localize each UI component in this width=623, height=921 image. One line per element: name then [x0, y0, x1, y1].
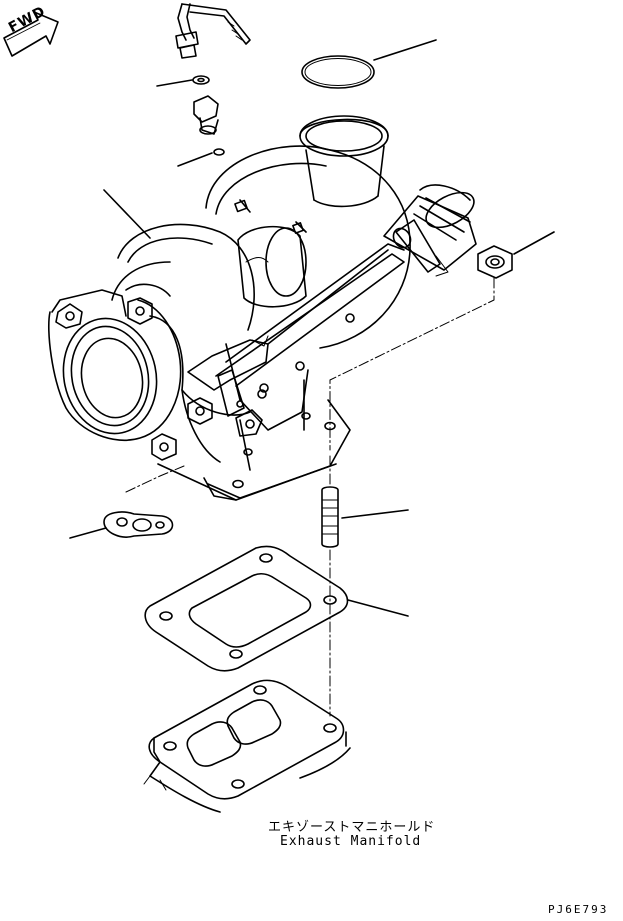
drawing-code: PJ6E793: [548, 903, 609, 916]
stud-bolt: [321, 455, 409, 717]
wastegate-actuator: [383, 184, 477, 277]
oil-drain-gasket: [69, 465, 185, 539]
fwd-direction-marker: [3, 11, 59, 57]
exhaust-manifold-label-english: Exhaust Manifold: [280, 834, 422, 849]
leader-turbocharger: [103, 189, 151, 239]
copper-washer-top: [156, 75, 210, 87]
exhaust-manifold: [143, 679, 351, 813]
flange-nut: [329, 231, 555, 451]
adapter-fitting: [193, 95, 219, 135]
exhaust-manifold-label-japanese: エキゾーストマニホールド: [268, 820, 436, 835]
turbocharger-assembly: [47, 115, 477, 501]
oil-feed-pipe: [175, 3, 251, 59]
o-ring: [301, 39, 437, 89]
copper-washer-lower: [177, 148, 225, 167]
turbo-mounting-gasket: [144, 545, 409, 672]
